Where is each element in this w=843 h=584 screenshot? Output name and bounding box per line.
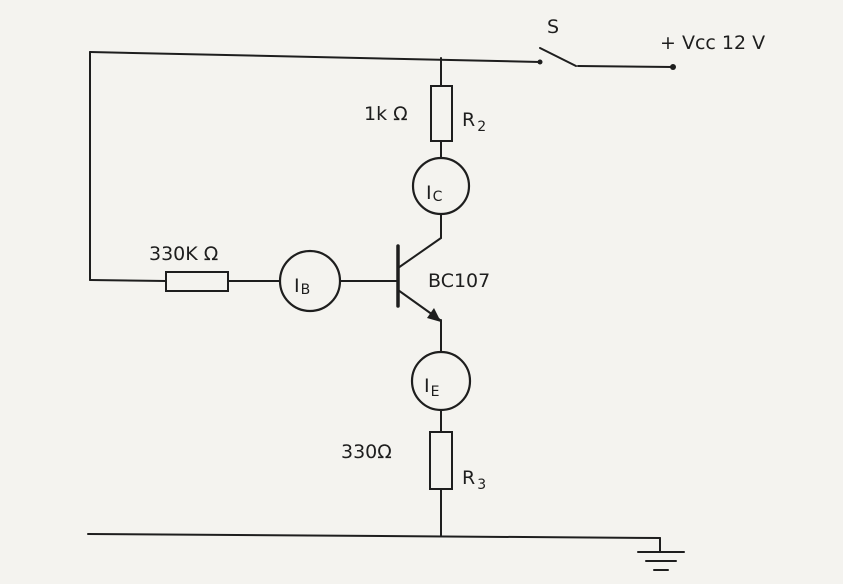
meter-ic-circle — [411, 156, 471, 216]
meter-ib-circle — [278, 249, 342, 313]
meter-ib-label: IB — [294, 275, 310, 298]
transistor-label: BC107 — [428, 270, 490, 292]
switch-to-supply-wire — [577, 65, 674, 68]
r2-value-label: 1k Ω — [364, 103, 408, 125]
switch-terminal-left — [537, 59, 543, 65]
ground-symbol — [637, 537, 685, 571]
switch-label: S — [547, 16, 559, 38]
bottom-wire — [87, 533, 661, 539]
resistor-r2 — [430, 85, 453, 142]
top-wire — [89, 51, 541, 63]
supply-terminal — [670, 64, 676, 70]
rb-value-label: 330K Ω — [149, 243, 218, 265]
resistor-base — [165, 271, 229, 292]
switch-blade — [539, 47, 577, 67]
supply-label: + Vcc 12 V — [660, 32, 765, 54]
base-wire-left — [89, 279, 167, 282]
meter-ie-circle — [410, 350, 472, 412]
resistor-r3 — [429, 431, 453, 490]
meter-ie-label: IE — [424, 375, 439, 400]
r3-value-label: 330Ω — [341, 441, 392, 463]
transistor-collector-lead — [397, 237, 442, 269]
meter-ic-label: IC — [426, 182, 443, 205]
emitter-arrow — [427, 308, 441, 322]
